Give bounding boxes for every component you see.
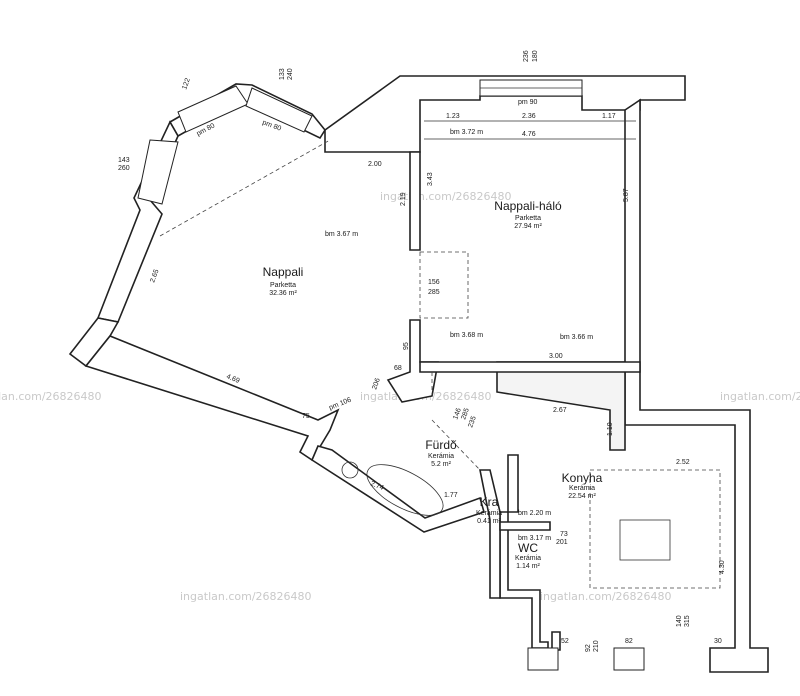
bathtub [366,464,444,516]
dim-pm-106: pm 106 [328,397,352,412]
dim-236: 236 [523,50,530,62]
dim-2-52: 2.52 [676,459,690,466]
room-nappali-floor: Parketta [270,282,296,289]
wall-wc-top [499,521,551,531]
room-konyha-floor: Kerámia [569,485,595,492]
dim-210: 210 [593,640,600,652]
door-bottom-2 [613,647,645,671]
watermark-right: ingatlan.com/26826480 [720,390,800,403]
dim-top-236: 236 180 [523,50,539,62]
room-furdo-area: 5.2 m² [431,461,452,468]
room-halo-floor: Parketta [515,215,541,222]
dim-1-10: 1.10 [607,422,614,436]
dim-bm-3-66: bm 3.66 m [560,334,593,341]
dim-4-30: 4.30 [719,560,726,574]
watermark-left: ingatlan.com/26826480 [0,390,102,403]
room-wc-floor: Kerámia [515,555,541,562]
wall-bottom-stub [551,631,561,651]
dim-82: 82 [625,638,633,645]
room-kra-area: 0.41 m² [477,518,501,525]
room-konyha-area: 22.54 m² [568,493,596,500]
dim-2-74: 2.74 [369,480,384,492]
dim-30: 30 [714,638,722,645]
dim-133: 133 [279,68,286,80]
room-kra-floor: Kerámia [476,510,502,517]
dim-52: 52 [561,638,569,645]
dim-75: 75 [302,413,310,420]
dim-285: 285 [428,289,440,296]
dim-95: 95 [403,342,410,350]
dim-3-43: 3.43 [427,172,434,186]
wall-interior-upper [409,151,421,251]
wall-bottom-left [84,335,340,462]
dim-180: 180 [532,50,539,62]
sink [341,461,359,479]
dim-3-00: 3.00 [549,353,563,360]
room-halo-area: 27.94 m² [514,223,542,230]
room-wc-name: WC [518,541,538,555]
dim-2-36: 2.36 [522,113,536,120]
dim-bm-3-72: bm 3.72 m [450,129,483,136]
room-halo-name: Nappali-háló [494,199,562,213]
room-konyha-name: Konyha [562,471,603,485]
room-nappali-area: 32.36 m² [269,290,297,297]
dim-1-77: 1.77 [444,492,458,499]
wall-halo-bottom [419,361,641,373]
kitchen-table [619,519,671,561]
door-bottom-1 [527,647,559,671]
dim-122: 122 [181,77,192,90]
wall-right [624,98,769,673]
dim-1-23: 1.23 [446,113,460,120]
wall-wc [499,511,549,649]
dim-73: 73 [560,531,568,538]
dim-bm-3-68: bm 3.68 m [450,332,483,339]
dim-2-00: 2.00 [368,161,382,168]
dim-240: 240 [287,68,294,80]
bay-dashed-line [159,139,331,237]
dim-4-76: 4.76 [522,131,536,138]
watermark-bottom-left: ingatlan.com/26826480 [180,590,312,603]
wall-interior-lower [386,319,439,403]
dim-bm-2-20: bm 2.20 m [518,510,551,517]
wall-kitchen-partition [507,454,519,513]
bath-door-dash [431,419,481,471]
window-bay-2 [245,87,313,133]
double-door-dashes [419,251,469,319]
room-kra-name: Kra [480,495,499,509]
dim-2-65: 2.65 [149,268,160,283]
dim-4-69: 4.69 [225,373,240,385]
dim-5-87: 5.87 [623,188,630,202]
dim-2-67: 2.67 [553,407,567,414]
dim-143: 143 [118,157,130,164]
dim-146: 146 [452,407,463,420]
dim-92: 92 [585,644,592,652]
wall-bathroom-bottom [310,445,485,533]
dim-pm90: pm 90 [518,99,538,106]
dim-1-17: 1.17 [602,113,616,120]
wall-kra [479,469,501,599]
dim-206: 206 [371,377,382,390]
dim-235: 235 [467,415,478,428]
dim-260: 260 [118,165,130,172]
dim-315: 315 [684,615,691,627]
kitchen-layout [589,469,721,589]
dim-156: 156 [428,279,440,286]
room-nappali-name: Nappali [263,265,304,279]
dim-bm-3-67: bm 3.67 m [325,231,358,238]
room-furdo-floor: Kerámia [428,453,454,460]
dim-68: 68 [394,365,402,372]
room-wc-area: 1.14 m² [516,563,540,570]
dim-201: 201 [556,539,568,546]
wall-kitchen-top [496,361,626,451]
watermark-bottom-right: ingatlan.com/26826480 [540,590,672,603]
dim-285-b: 285 [460,407,471,420]
dim-140: 140 [676,615,683,627]
room-furdo-name: Fürdő [425,438,457,452]
dim-bm-3-17: bm 3.17 m [518,535,551,542]
dim-2-19: 2.19 [400,192,407,206]
window-bay-left [137,139,179,205]
